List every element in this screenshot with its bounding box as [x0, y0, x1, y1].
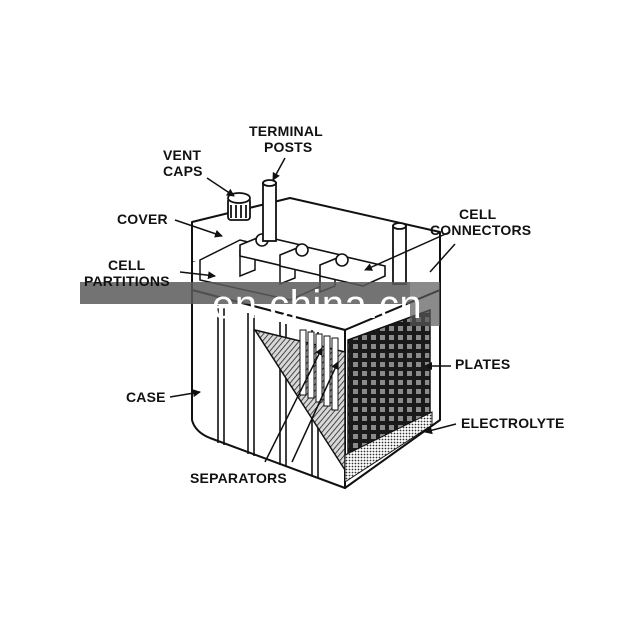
label-cell-connectors-line1: CELL	[459, 206, 497, 222]
label-case: CASE	[126, 389, 166, 405]
label-electrolyte: ELECTROLYTE	[461, 415, 565, 431]
label-terminal-posts-line2: POSTS	[264, 139, 312, 155]
label-separators: SEPARATORS	[190, 470, 287, 486]
leader-terminal-posts	[273, 158, 285, 180]
watermark-text: en.china.cn	[212, 283, 422, 327]
leader-vent-caps	[207, 178, 234, 196]
label-cell-partitions-line1: CELL	[108, 257, 146, 273]
label-vent-caps-line1: VENT	[163, 147, 201, 163]
label-vent-caps-line2: CAPS	[163, 163, 203, 179]
vent-cap	[228, 193, 250, 220]
label-cell-connectors-line2: CONNECTORS	[430, 222, 531, 238]
label-terminal-posts-line1: TERMINAL	[249, 123, 323, 139]
label-cover: COVER	[117, 211, 168, 227]
label-plates: PLATES	[455, 356, 510, 372]
label-cell-partitions-line2: PARTITIONS	[84, 273, 170, 289]
